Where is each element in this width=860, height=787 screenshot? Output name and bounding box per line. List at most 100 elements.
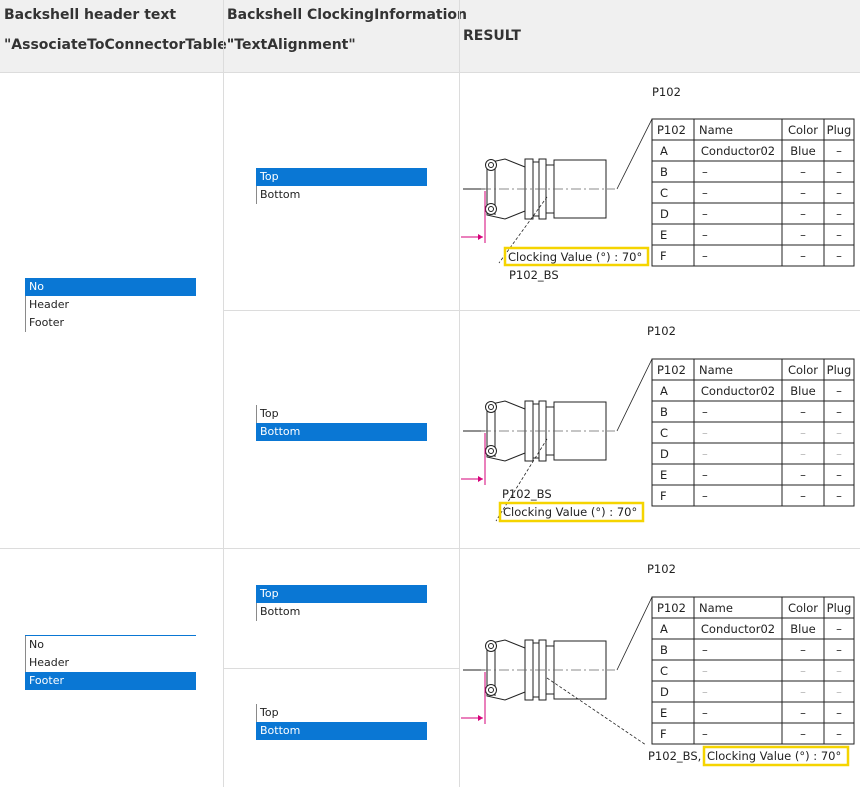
table-cell: – bbox=[702, 426, 708, 440]
table-cell: – bbox=[836, 489, 842, 503]
table-cell: – bbox=[800, 186, 806, 200]
header-text: Backshell ClockingInformation bbox=[227, 7, 467, 23]
table-cell: F bbox=[660, 489, 667, 503]
table-cell: Conductor02 bbox=[701, 622, 775, 636]
table-header-cell: Plug bbox=[827, 123, 852, 137]
table-cell: – bbox=[836, 426, 842, 440]
table-cell: – bbox=[836, 685, 842, 699]
column-divider bbox=[223, 0, 224, 787]
table-cell: – bbox=[800, 447, 806, 461]
table-cell: – bbox=[836, 249, 842, 263]
table-cell: – bbox=[702, 249, 708, 263]
table-cell: B bbox=[660, 405, 668, 419]
table-header-cell: Name bbox=[699, 363, 733, 377]
table-cell: – bbox=[836, 405, 842, 419]
connector-label: P102 bbox=[647, 562, 676, 576]
table-cell: – bbox=[836, 468, 842, 482]
alignment-option-list[interactable]: Top Bottom bbox=[256, 405, 427, 441]
table-header-cell: Name bbox=[699, 123, 733, 137]
table-cell: Blue bbox=[790, 144, 815, 158]
option-bottom[interactable]: Bottom bbox=[256, 423, 427, 441]
table-cell: B bbox=[660, 165, 668, 179]
table-cell: Conductor02 bbox=[701, 144, 775, 158]
alignment-option-list[interactable]: Top Bottom bbox=[256, 704, 427, 740]
option-header[interactable]: Header bbox=[25, 296, 196, 314]
row-divider bbox=[223, 668, 459, 669]
option-top[interactable]: Top bbox=[256, 704, 427, 722]
table-cell: – bbox=[702, 186, 708, 200]
option-footer[interactable]: Footer bbox=[25, 672, 196, 690]
table-cell: – bbox=[836, 643, 842, 657]
option-bottom[interactable]: Bottom bbox=[256, 722, 427, 740]
table-cell: E bbox=[660, 706, 667, 720]
table-header-cell: P102 bbox=[657, 123, 686, 137]
table-header bbox=[0, 0, 860, 72]
table-cell: A bbox=[660, 384, 668, 398]
table-cell: – bbox=[702, 685, 708, 699]
column-divider bbox=[459, 0, 460, 787]
row-divider bbox=[0, 548, 860, 549]
option-header[interactable]: Header bbox=[25, 654, 196, 672]
alignment-option-list[interactable]: Top Bottom bbox=[256, 585, 427, 621]
table-header-cell: Plug bbox=[827, 363, 852, 377]
table-cell: – bbox=[800, 489, 806, 503]
alignment-option-list[interactable]: Top Bottom bbox=[256, 168, 427, 204]
header-result: RESULT bbox=[459, 0, 860, 72]
table-header-cell: P102 bbox=[657, 363, 686, 377]
table-cell: – bbox=[800, 468, 806, 482]
option-bottom[interactable]: Bottom bbox=[256, 186, 427, 204]
table-cell: – bbox=[836, 186, 842, 200]
table-cell: – bbox=[702, 165, 708, 179]
table-cell: – bbox=[836, 207, 842, 221]
table-cell: D bbox=[660, 207, 669, 221]
table-cell: – bbox=[800, 426, 806, 440]
table-cell: D bbox=[660, 685, 669, 699]
header-text: RESULT bbox=[463, 28, 521, 44]
header-text-alignment: Backshell ClockingInformation "TextAlign… bbox=[223, 0, 467, 72]
backshell-label: P102_BS bbox=[502, 487, 552, 501]
header-text: Backshell header text bbox=[4, 7, 177, 23]
option-top[interactable]: Top bbox=[256, 405, 427, 423]
table-cell: C bbox=[660, 186, 668, 200]
table-cell: – bbox=[836, 384, 842, 398]
option-bottom[interactable]: Bottom bbox=[256, 603, 427, 621]
option-top[interactable]: Top bbox=[256, 168, 427, 186]
table-cell: – bbox=[800, 664, 806, 678]
table-header-cell: Plug bbox=[827, 601, 852, 615]
table-cell: – bbox=[800, 249, 806, 263]
table-cell: – bbox=[702, 664, 708, 678]
table-header-cell: P102 bbox=[657, 601, 686, 615]
option-no[interactable]: No bbox=[25, 636, 196, 654]
table-cell: E bbox=[660, 468, 667, 482]
table-cell: – bbox=[800, 643, 806, 657]
option-footer[interactable]: Footer bbox=[25, 314, 196, 332]
header-option-list[interactable]: No Header Footer bbox=[25, 278, 196, 332]
table-cell: B bbox=[660, 643, 668, 657]
option-no[interactable]: No bbox=[25, 278, 196, 296]
table-cell: C bbox=[660, 664, 668, 678]
table-cell: – bbox=[702, 405, 708, 419]
backshell-label: P102_BS, bbox=[648, 749, 701, 763]
option-top[interactable]: Top bbox=[256, 585, 427, 603]
header-option-list[interactable]: No Header Footer bbox=[25, 635, 196, 690]
list-border bbox=[25, 635, 196, 636]
table-cell: – bbox=[836, 706, 842, 720]
table-cell: – bbox=[800, 405, 806, 419]
table-cell: – bbox=[702, 207, 708, 221]
header-text: "TextAlignment" bbox=[227, 37, 356, 53]
table-cell: – bbox=[800, 165, 806, 179]
table-header-cell: Color bbox=[788, 363, 818, 377]
table-header-cell: Color bbox=[788, 601, 818, 615]
clocking-value-text: Clocking Value (°) : 70° bbox=[707, 749, 841, 763]
connector-label: P102 bbox=[652, 85, 681, 99]
header-text: "AssociateToConnectorTable" bbox=[4, 37, 235, 53]
table-cell: Blue bbox=[790, 384, 815, 398]
table-cell: – bbox=[836, 228, 842, 242]
backshell-label: P102_BS bbox=[509, 268, 559, 282]
